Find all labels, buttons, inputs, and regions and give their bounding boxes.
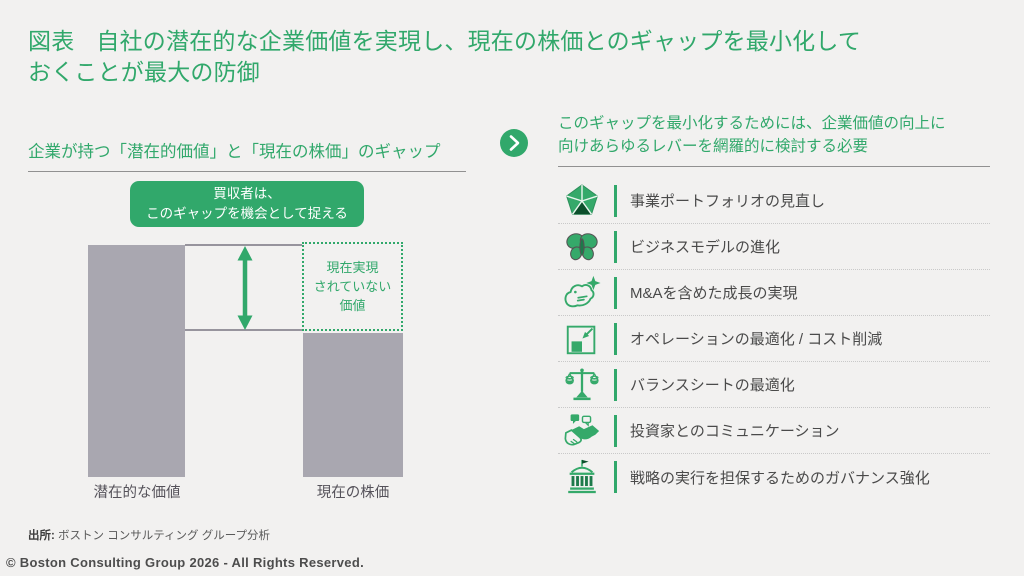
government-building-icon [558, 458, 606, 496]
right-heading-line2: 向けあらゆるレバーを網羅的に検討する必要 [558, 138, 869, 155]
gap-box-line2: されていない [313, 279, 392, 294]
right-section-heading: このギャップを最小化するためには、企業価値の向上に 向けあらゆるレバーを網羅的に… [558, 112, 990, 167]
title-line1: 自社の潜在的な企業価値を実現し、現在の株価とのギャップを最小化して [96, 28, 862, 54]
gap-top-line [185, 244, 303, 246]
lever-accent-bar [614, 368, 617, 401]
lever-accent-bar [614, 184, 617, 217]
growth-star-icon [558, 274, 606, 312]
lever-row-balance-sheet: バランスシートの最適化 [558, 362, 990, 408]
lever-label: オペレーションの最適化 / コスト削減 [630, 331, 883, 348]
gap-box-line1: 現在実現 [326, 260, 379, 275]
lever-row-governance: 戦略の実行を担保するためのガバナンス強化 [558, 454, 990, 500]
lever-label: M&Aを含めた成長の実現 [630, 285, 798, 302]
lever-accent-bar [614, 414, 617, 447]
figure-label: 図表 [28, 28, 75, 54]
lever-row-ma-growth: M&Aを含めた成長の実現 [558, 270, 990, 316]
lever-label: 事業ポートフォリオの見直し [630, 193, 826, 210]
source-label: 出所: [28, 530, 55, 542]
balance-scale-icon [558, 366, 606, 404]
portfolio-pentagon-icon [558, 182, 606, 220]
current-price-label: 現在の株価 [316, 485, 390, 501]
copyright-text: © Boston Consulting Group 2026 - All Rig… [6, 555, 364, 570]
lever-row-operations: オペレーションの最適化 / コスト削減 [558, 316, 990, 362]
potential-value-label: 潜在的な価値 [93, 485, 181, 501]
right-heading-line1: このギャップを最小化するためには、企業価値の向上に [558, 115, 946, 132]
lever-row-business-model: ビジネスモデルの進化 [558, 224, 990, 270]
lever-accent-bar [614, 230, 617, 263]
lever-label: 投資家とのコミュニケーション [630, 423, 840, 440]
lever-label: 戦略の実行を担保するためのガバナンス強化 [630, 469, 930, 487]
butterfly-icon [558, 229, 606, 265]
lever-accent-bar [614, 276, 617, 309]
chevron-right-icon [500, 129, 528, 157]
page-title: 図表自社の潜在的な企業価値を実現し、現在の株価とのギャップを最小化して おくこと… [28, 26, 988, 88]
title-line2: おくことが最大の防御 [28, 59, 260, 85]
source-text: ボストン コンサルティング グループ分析 [58, 530, 271, 542]
gap-double-arrow-icon [230, 245, 260, 336]
callout-line2: このギャップを機会として捉える [146, 206, 348, 221]
lever-label: ビジネスモデルの進化 [630, 239, 781, 256]
shrink-square-icon [558, 320, 606, 358]
potential-value-bar [88, 245, 185, 477]
unrealized-value-box: 現在実現 されていない 価値 [302, 242, 403, 331]
handshake-icon [558, 412, 606, 450]
gap-bottom-line [185, 329, 303, 331]
lever-row-portfolio: 事業ポートフォリオの見直し [558, 178, 990, 224]
lever-list: 事業ポートフォリオの見直し ビジネスモデルの進化 [558, 178, 990, 500]
lever-label: バランスシートの最適化 [630, 377, 795, 394]
source-note: 出所: ボストン コンサルティング グループ分析 [28, 527, 270, 543]
lever-accent-bar [614, 461, 617, 493]
lever-accent-bar [614, 322, 617, 355]
lever-row-investor-communication: 投資家とのコミュニケーション [558, 408, 990, 454]
gap-box-line3: 価値 [339, 298, 366, 313]
left-section-heading: 企業が持つ「潜在的価値」と「現在の株価」のギャップ [28, 138, 466, 172]
acquirer-callout: 買収者は、 このギャップを機会として捉える [130, 181, 364, 227]
callout-line1: 買収者は、 [213, 186, 281, 201]
current-price-bar [303, 333, 403, 477]
